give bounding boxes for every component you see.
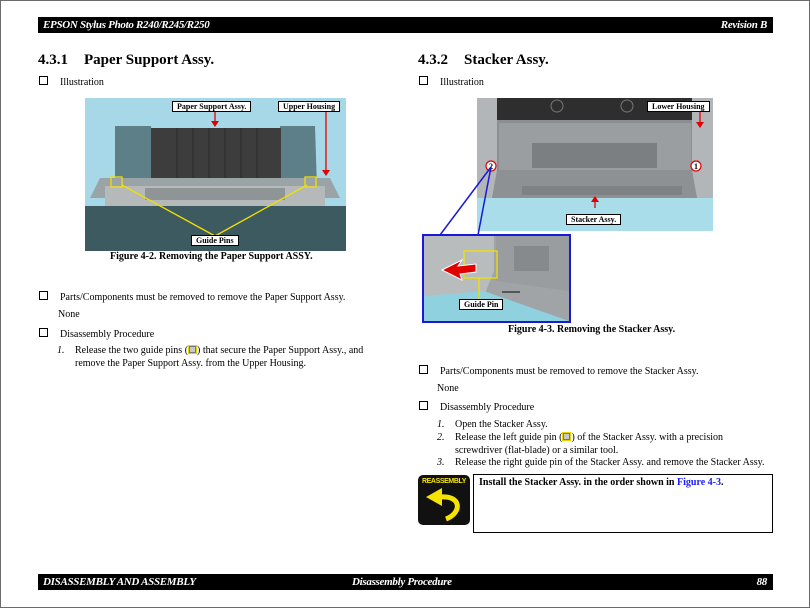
figure-4-3-photo: 2 1 Lower Housing Stacker Assy. <box>477 98 713 231</box>
bullet-parts: Parts/Components must be removed to remo… <box>419 365 698 378</box>
callout-upper-housing: Upper Housing <box>278 101 341 112</box>
figure-4-2-photo: Paper Support Assy. Upper Housing Guide … <box>85 98 346 251</box>
procedure-step-2: 2. Release the left guide pin () of the … <box>437 432 724 456</box>
checkbox-bullet-icon <box>39 291 48 300</box>
figure-4-3-link[interactable]: Figure 4-3 <box>677 477 721 488</box>
header-bar: EPSON Stylus Photo R240/R245/R250 Revisi… <box>38 17 773 33</box>
checkbox-bullet-icon <box>419 365 428 374</box>
checkbox-bullet-icon <box>39 76 48 85</box>
inset-leader-lines <box>439 166 492 236</box>
callout-paper-support-assy: Paper Support Assy. <box>172 101 252 112</box>
section-heading-stacker: 4.3.2 Stacker Assy. <box>418 52 549 69</box>
section-number: 4.3.1 <box>38 52 68 68</box>
section-title: Paper Support Assy. <box>84 52 215 68</box>
section-title: Stacker Assy. <box>464 52 549 68</box>
svg-text:1: 1 <box>694 162 698 171</box>
bullet-illustration: Illustration <box>39 76 104 89</box>
checkbox-bullet-icon <box>39 328 48 337</box>
parts-value: None <box>437 383 459 394</box>
callout-guide-pins: Guide Pins <box>191 235 239 246</box>
callout-lower-housing: Lower Housing <box>647 101 710 112</box>
section-heading-paper-support: 4.3.1 Paper Support Assy. <box>38 52 214 69</box>
bullet-procedure: Disassembly Procedure <box>419 401 534 414</box>
footer-bar: DISASSEMBLY AND ASSEMBLY Disassembly Pro… <box>38 574 773 590</box>
bullet-procedure: Disassembly Procedure <box>39 328 154 341</box>
footer-chapter: DISASSEMBLY AND ASSEMBLY <box>43 576 196 588</box>
svg-text:2: 2 <box>489 162 493 171</box>
undo-arrow-icon <box>426 488 460 522</box>
checkbox-bullet-icon <box>419 401 428 410</box>
bullet-illustration: Illustration <box>419 76 484 89</box>
checkbox-bullet-icon <box>419 76 428 85</box>
bullet-parts: Parts/Components must be removed to remo… <box>39 291 345 304</box>
parts-value: None <box>58 309 80 320</box>
figure-4-3-inset-guide-pin: Guide Pin <box>422 234 571 323</box>
footer-section: Disassembly Procedure <box>352 576 452 588</box>
reassembly-note: Install the Stacker Assy. in the order s… <box>473 474 773 533</box>
figure-caption-4-3: Figure 4-3. Removing the Stacker Assy. <box>508 324 676 335</box>
guide-pin-marker-icon <box>562 432 572 441</box>
procedure-step-1: 1. Open the Stacker Assy. <box>437 419 548 430</box>
footer-page-number: 88 <box>756 576 768 588</box>
header-revision: Revision B <box>720 19 768 31</box>
section-number: 4.3.2 <box>418 52 448 68</box>
procedure-step-1: 1. Release the two guide pins () that se… <box>57 345 364 369</box>
procedure-step-3: 3. Release the right guide pin of the St… <box>437 457 765 468</box>
guide-pin-closeup <box>424 236 569 321</box>
reassembly-icon: REASSEMBLY <box>418 475 470 525</box>
printer-top-illustration <box>85 98 346 251</box>
figure-caption-4-2: Figure 4-2. Removing the Paper Support A… <box>110 251 313 262</box>
callout-guide-pin: Guide Pin <box>459 299 504 310</box>
header-title: EPSON Stylus Photo R240/R245/R250 <box>43 19 210 31</box>
printer-front-illustration: 2 1 <box>477 98 713 231</box>
callout-stacker-assy: Stacker Assy. <box>566 214 622 225</box>
guide-pin-marker-icon <box>188 345 198 354</box>
